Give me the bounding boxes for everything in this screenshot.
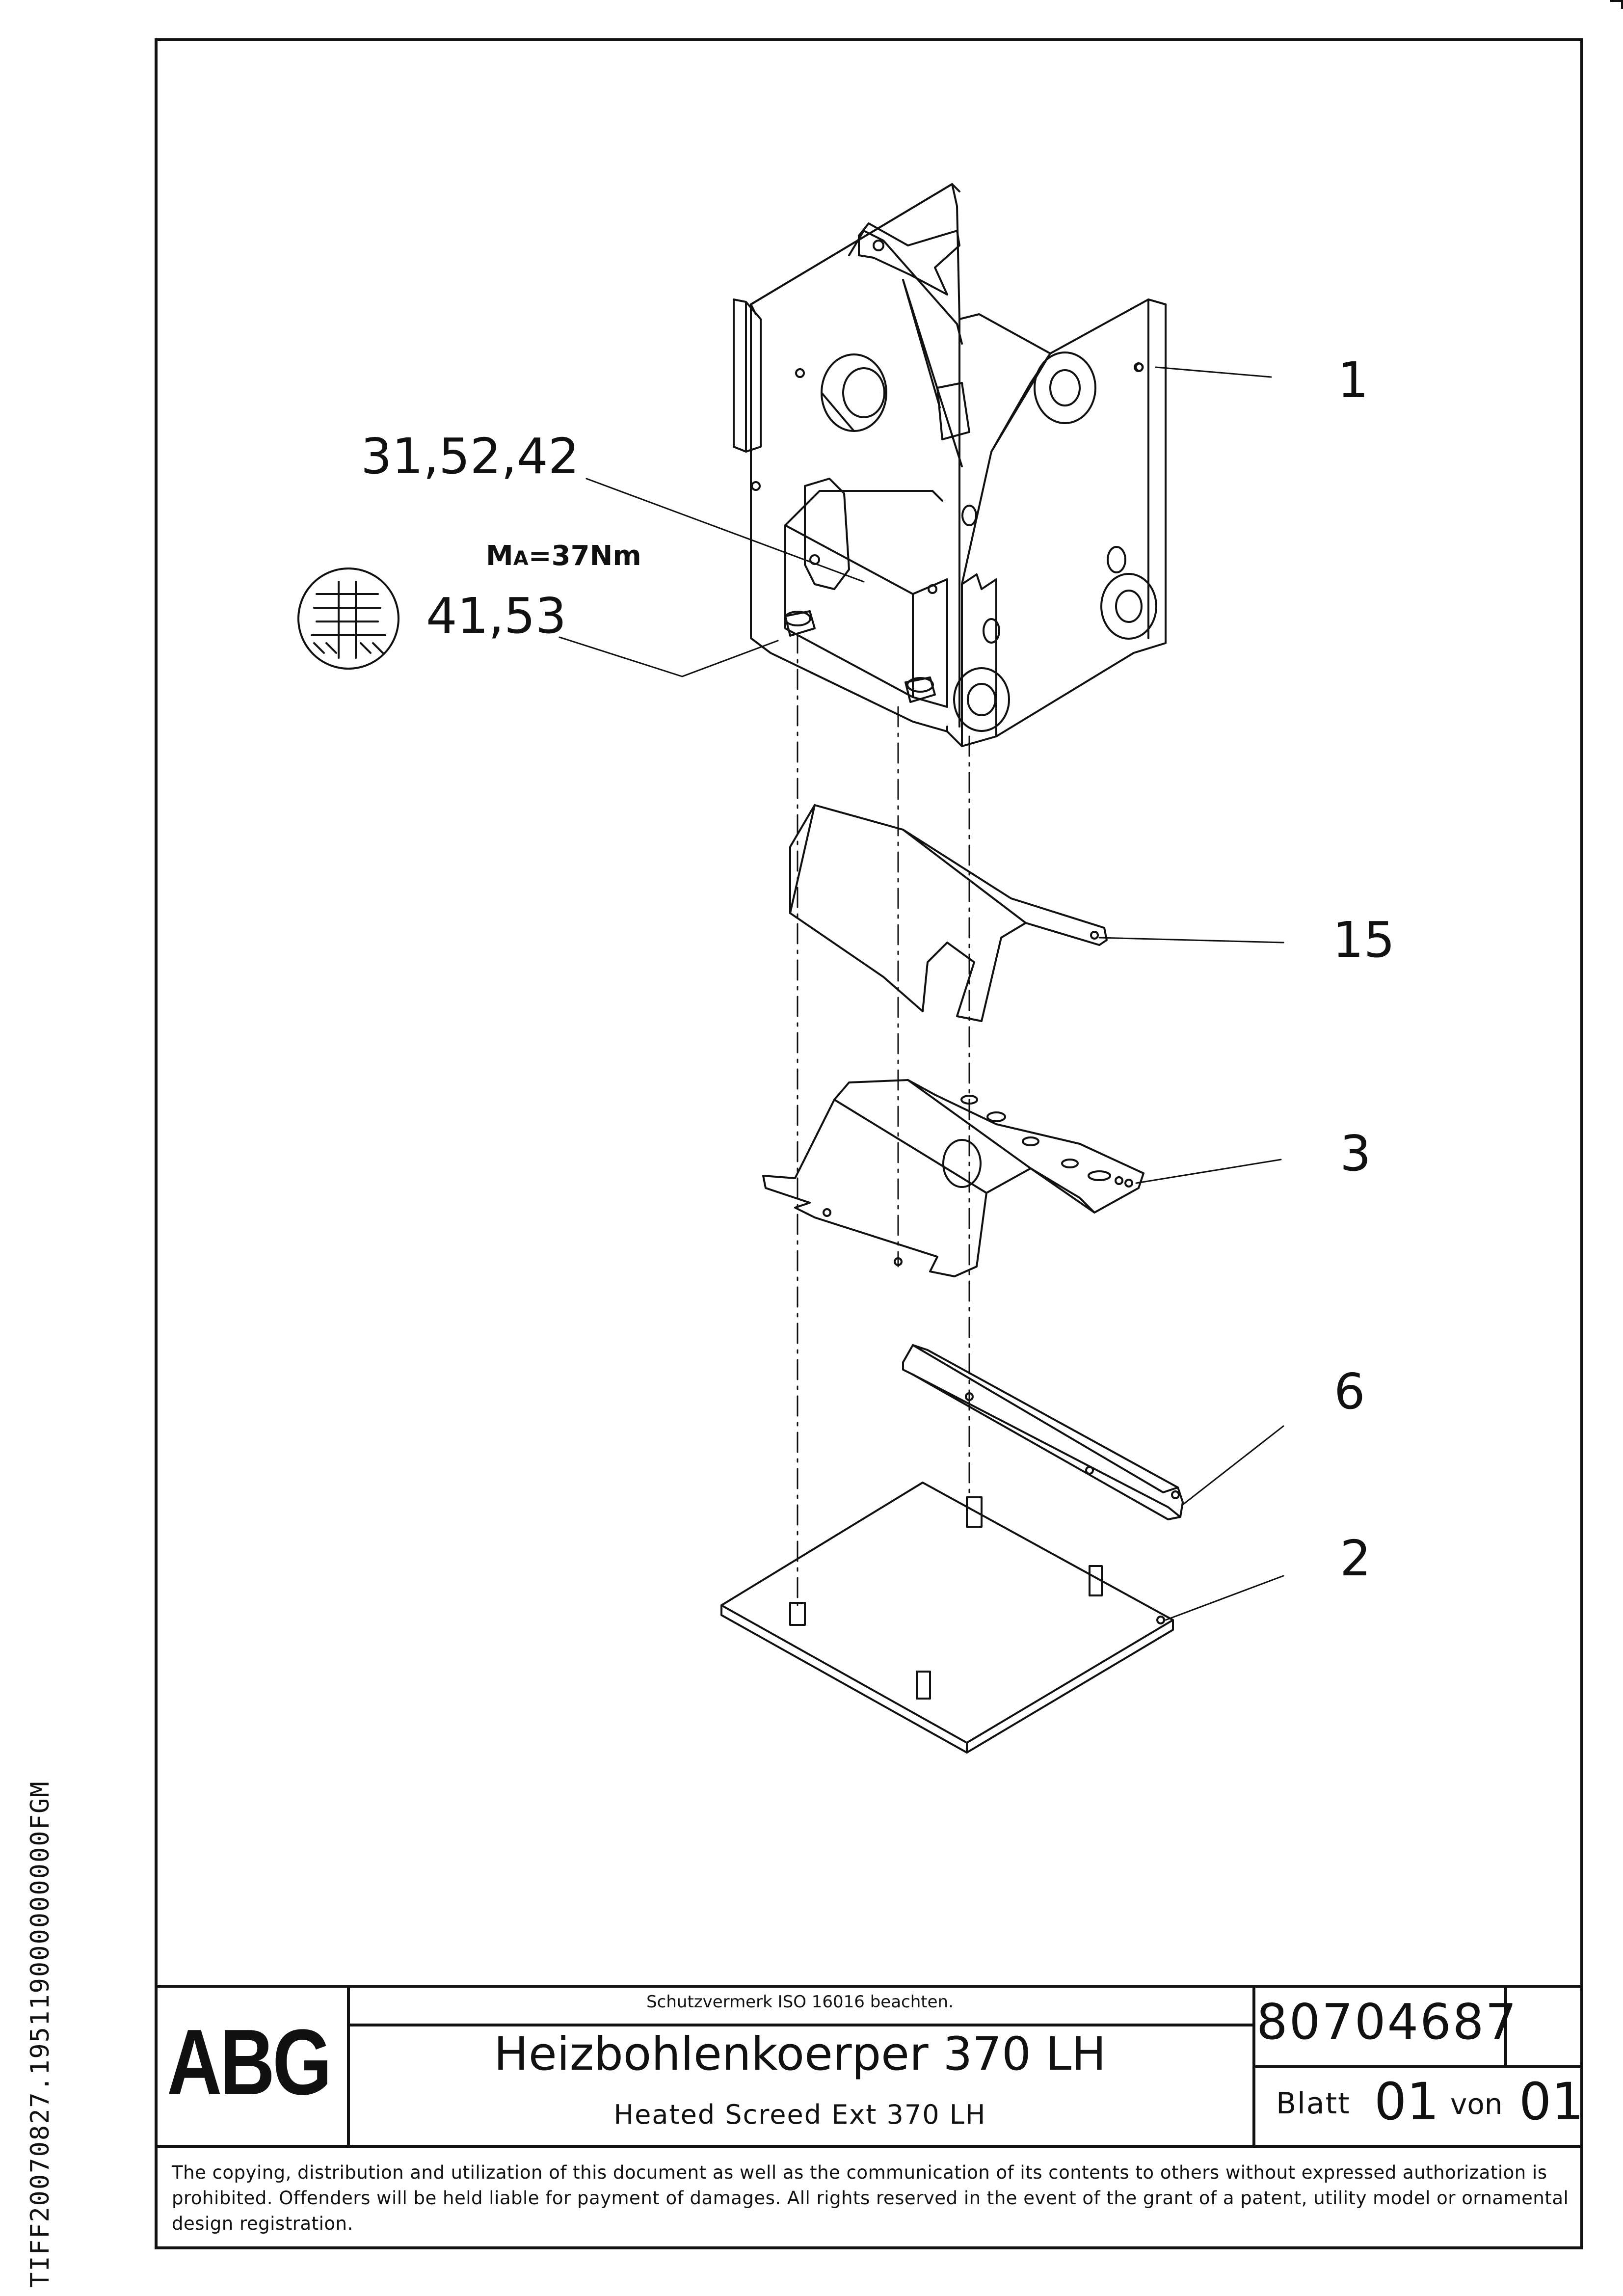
part-1-screed-body	[733, 183, 1167, 747]
sheet-label: Blatt	[1276, 2086, 1351, 2121]
protection-notice: Schutzvermerk ISO 16016 beachten.	[646, 1992, 954, 2012]
corner-trim-mark	[1610, 0, 1623, 9]
sheet-of-label: von	[1450, 2087, 1503, 2121]
part-2-base-plate	[720, 1482, 1174, 1754]
torque-subscript: A	[513, 547, 529, 570]
assembly-axis-lines	[797, 632, 970, 1606]
callout-15: 15	[1332, 911, 1395, 969]
callout-6: 6	[1334, 1363, 1365, 1420]
callout-31-52-42: 31,52,42	[361, 428, 580, 485]
title-block-grid	[155, 1985, 1583, 2148]
callout-41-53: 41,53	[426, 587, 567, 645]
callout-2: 2	[1340, 1530, 1371, 1587]
copyright-notice: The copying, distribution and utilizatio…	[172, 2162, 1569, 2234]
callout-1: 1	[1337, 351, 1369, 409]
part-3-intermediate-bracket	[762, 1079, 1144, 1277]
callout-3: 3	[1340, 1125, 1371, 1182]
document-number: 80704687	[1256, 1993, 1518, 2051]
drawing-title: Heizbohlenkoerper 370 LH	[494, 2027, 1106, 2081]
torque-prefix: M	[486, 540, 513, 572]
sheet-total: 01	[1519, 2072, 1584, 2132]
torque-value: =37Nm	[528, 540, 641, 572]
torque-annotation: MA=37Nm	[486, 542, 641, 570]
thread-locking-symbol-icon	[297, 567, 399, 670]
drawing-subtitle: Heated Screed Ext 370 LH	[613, 2099, 986, 2130]
sheet-number: 01	[1374, 2072, 1439, 2132]
part-15-cover-plate	[789, 804, 1108, 1022]
drawing-border	[155, 38, 1583, 2249]
part-6-angle-rail	[902, 1344, 1184, 1520]
abg-logo: ABG	[167, 2010, 332, 2114]
leader-lines	[559, 363, 1284, 1621]
